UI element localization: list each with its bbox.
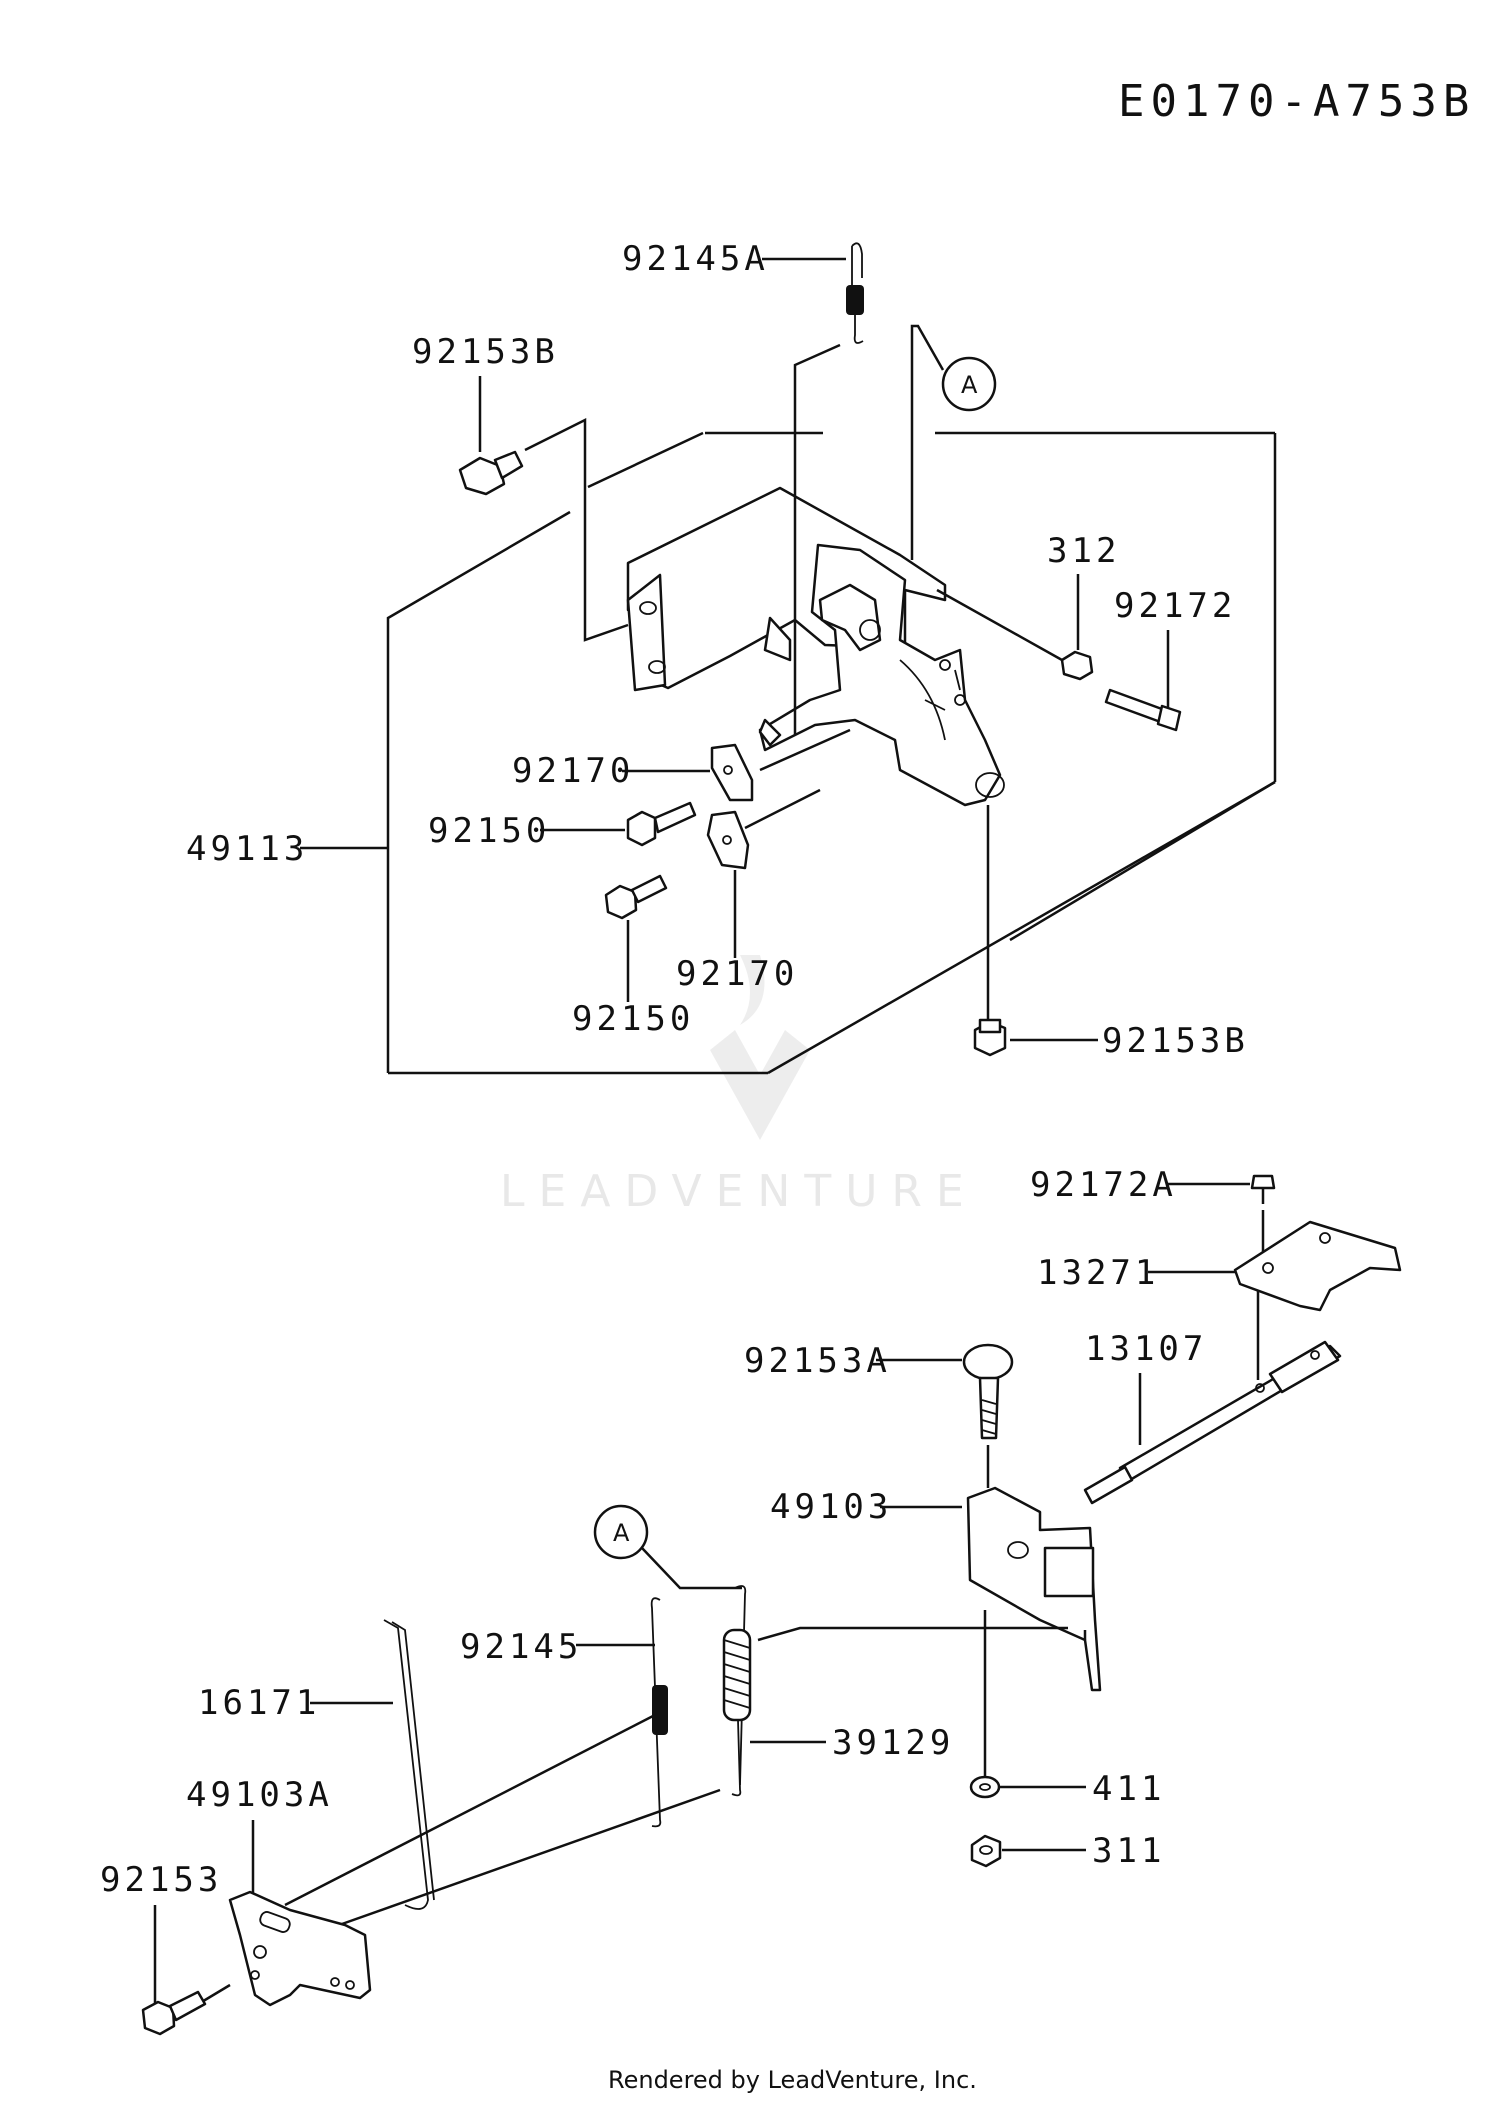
label-92150-a: 92150 — [428, 811, 550, 851]
nut-312: 312 — [936, 531, 1120, 681]
label-92150-b: 92150 — [572, 999, 694, 1039]
clip-92170-lower: 92170 — [676, 788, 821, 994]
bolt-92153A: 92153A — [744, 1341, 1014, 1488]
label-92172: 92172 — [1114, 586, 1236, 626]
svg-text:A: A — [613, 1519, 630, 1547]
label-49103: 49103 — [770, 1487, 892, 1527]
screw-92153: 92153 — [100, 1860, 222, 2036]
screw-92172A: 92172A — [1030, 1165, 1276, 1265]
footer-credit: Rendered by LeadVenture, Inc. — [608, 2066, 977, 2094]
clip-92170-upper: 92170 — [512, 728, 851, 802]
watermark-logo — [710, 955, 810, 1140]
washer-411: 411 — [969, 1769, 1165, 1809]
label-311: 311 — [1092, 1831, 1165, 1871]
lever-49103: 49103 — [770, 1486, 1102, 1780]
label-13107: 13107 — [1085, 1329, 1207, 1369]
diagram-code: E0170-A753B — [1118, 76, 1475, 127]
screw-92153B-top: 92153B — [412, 332, 559, 496]
label-312: 312 — [1047, 531, 1120, 571]
label-92145A: 92145A — [622, 239, 769, 279]
connector-lines — [284, 1626, 1087, 1932]
nut-311: 311 — [970, 1831, 1165, 1871]
callout-a-top: A — [910, 324, 997, 560]
screw-92150-lower: 92150 — [572, 874, 694, 1039]
shaft-13107: 13107 — [1083, 1329, 1342, 1505]
spring-39129: 39129 — [722, 1585, 954, 1797]
label-13271: 13271 — [1037, 1253, 1159, 1293]
control-bracket — [626, 486, 1005, 807]
label-92153B-top: 92153B — [412, 332, 559, 372]
plate-13271: 13271 — [1037, 1220, 1402, 1380]
watermark-text: LEADVENTURE — [500, 1166, 978, 1217]
label-92172A: 92172A — [1030, 1165, 1177, 1205]
lever-49103A: 49103A — [186, 1775, 372, 2007]
label-49113: 49113 — [186, 829, 308, 869]
label-39129: 39129 — [832, 1723, 954, 1763]
spring-92145: 92145 — [460, 1597, 668, 1828]
screw-92150-upper: 92150 — [428, 801, 697, 851]
label-92153A: 92153A — [744, 1341, 891, 1381]
screw-92153B-bottom: 92153B — [973, 805, 1249, 1061]
label-16171: 16171 — [198, 1683, 320, 1723]
label-92170-a: 92170 — [512, 751, 634, 791]
label-92153B-bottom: 92153B — [1102, 1021, 1249, 1061]
label-49103A: 49103A — [186, 1775, 333, 1815]
callout-a-bottom: A — [593, 1504, 742, 1590]
svg-text:A: A — [961, 371, 978, 399]
label-92170-b: 92170 — [676, 954, 798, 994]
label-411: 411 — [1092, 1769, 1165, 1809]
screw-92172: 92172 — [1104, 586, 1236, 732]
label-92145: 92145 — [460, 1627, 582, 1667]
spring-92145A: 92145A — [622, 239, 864, 735]
rod-16171: 16171 — [198, 1619, 435, 1910]
label-92153: 92153 — [100, 1860, 222, 1900]
assembly-outline-49113 — [386, 417, 1277, 1075]
